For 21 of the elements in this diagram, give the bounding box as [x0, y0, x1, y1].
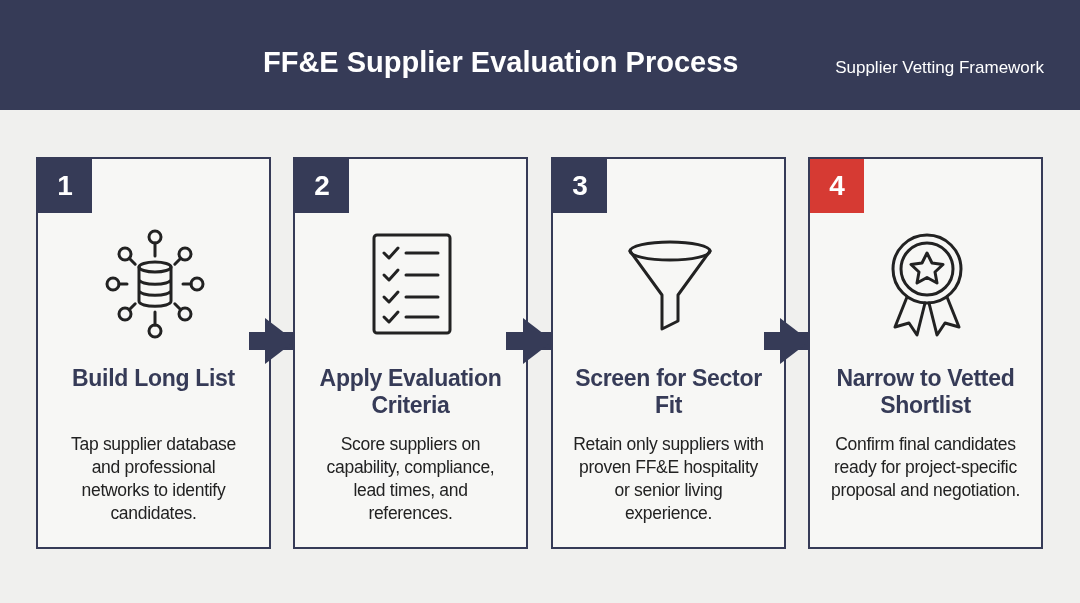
step-description: Tap supplier database and professional networks to identify candidates.	[70, 433, 237, 525]
step-description: Retain only suppliers with proven FF&E hospitality or senior living experience.	[573, 433, 764, 525]
step-description: Confirm final candidates ready for project-specific proposal and negotiation.	[830, 433, 1021, 502]
arrow	[506, 318, 553, 364]
arrow	[249, 318, 295, 364]
step-card	[551, 157, 786, 549]
title: FF&E Supplier Evaluation Process	[263, 46, 739, 79]
subtitle-label: Supplier Vetting Framework	[835, 58, 1044, 78]
step-description: Score suppliers on capability, compliance, lead times, and references.	[325, 433, 496, 525]
step-card	[36, 157, 271, 549]
step-card	[293, 157, 528, 549]
step-heading: Build Long List	[71, 365, 236, 393]
step-number: 3	[553, 159, 607, 213]
step-heading: Apply Evaluation Criteria	[318, 365, 503, 420]
step-number: 4	[810, 159, 864, 213]
arrow	[764, 318, 810, 364]
step-card	[808, 157, 1043, 549]
step-number: 2	[295, 159, 349, 213]
step-heading: Narrow to Vetted Shortlist	[835, 365, 1016, 420]
step-number: 1	[38, 159, 92, 213]
step-heading: Screen for Sector Fit	[574, 365, 763, 420]
